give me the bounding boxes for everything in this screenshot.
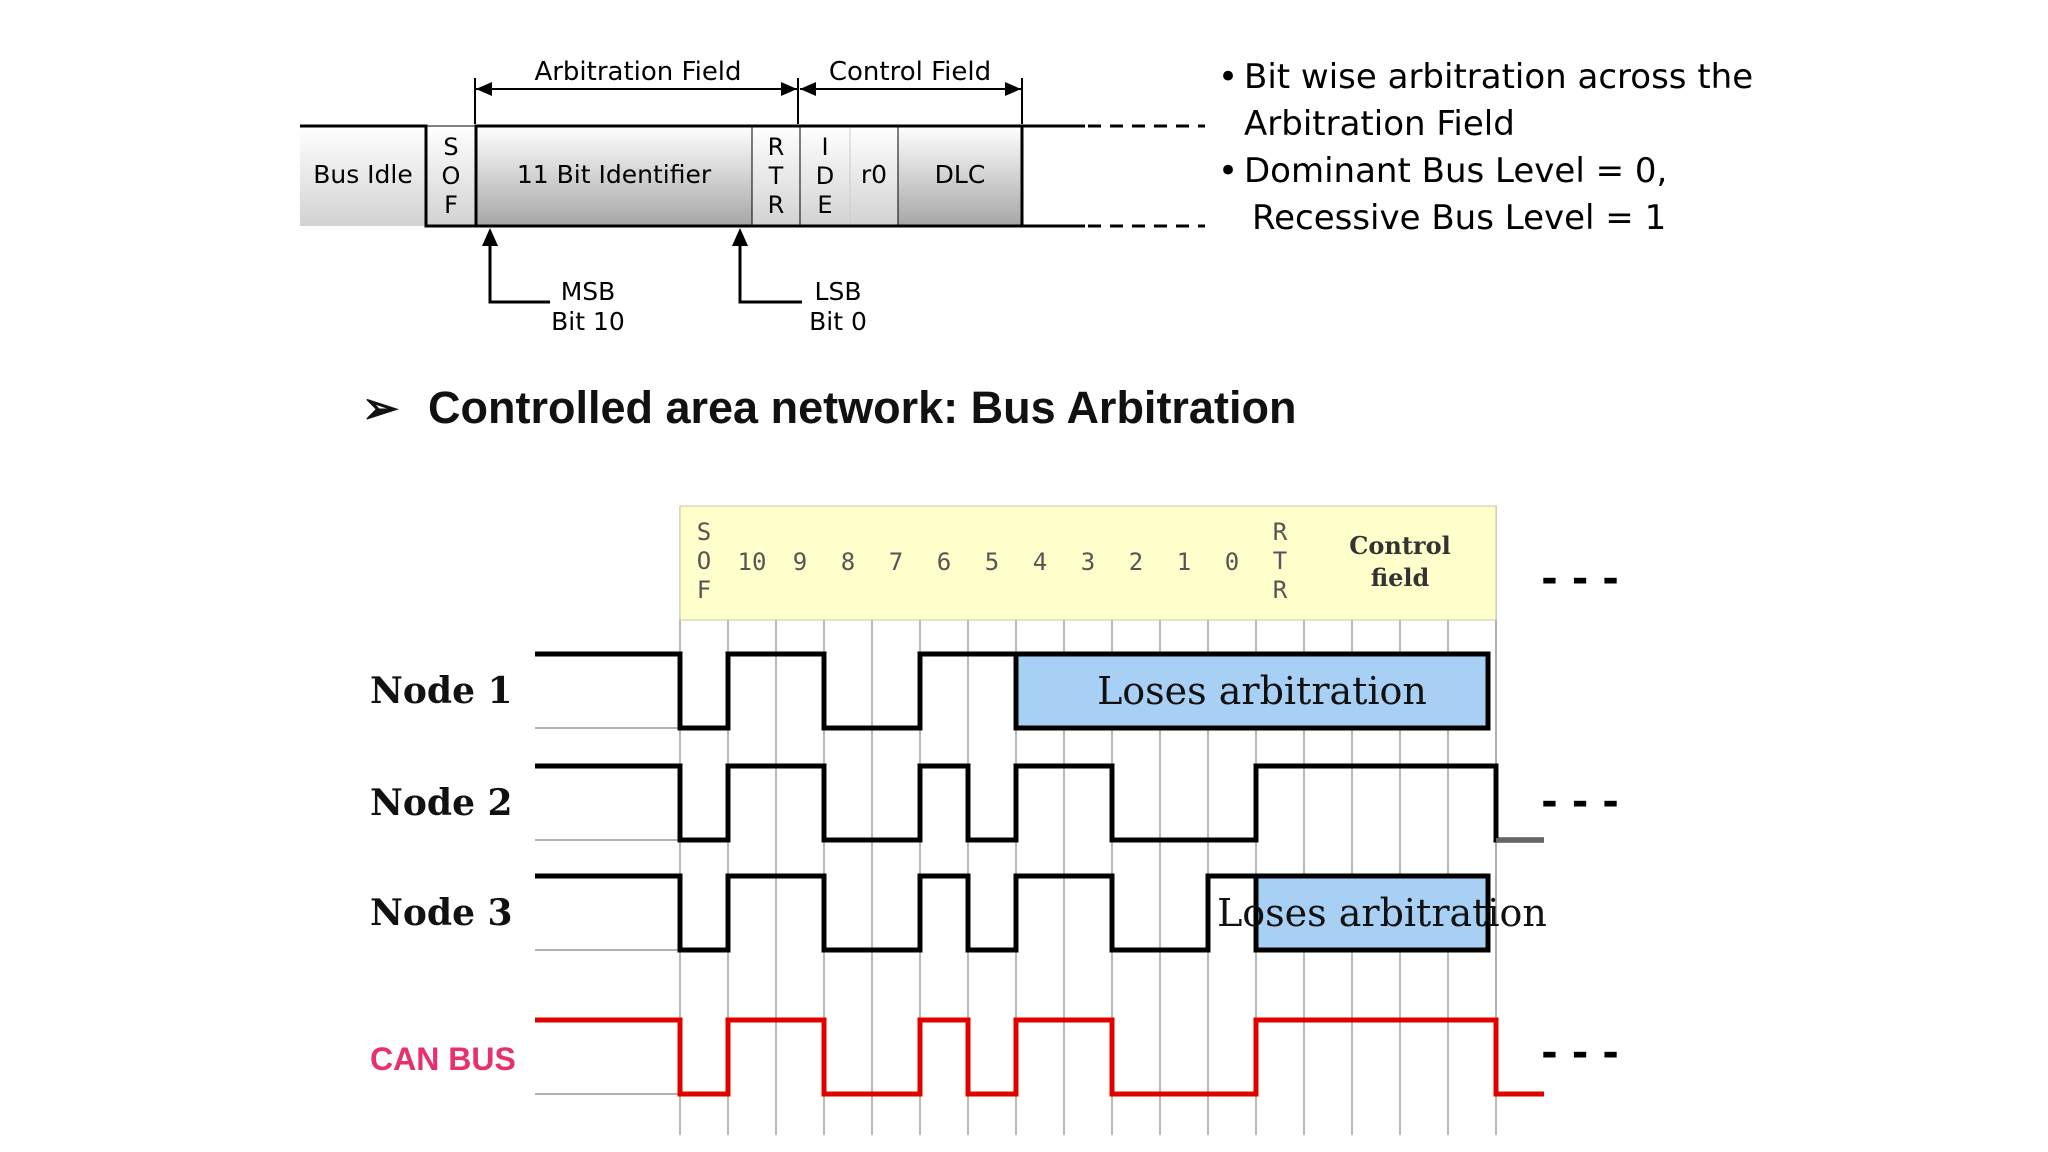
msb-pointer bbox=[488, 234, 550, 304]
dlc-cell bbox=[897, 125, 1023, 227]
bit-header-label: 2 bbox=[1129, 548, 1143, 576]
r0-cell bbox=[849, 125, 899, 227]
bit-header-label: 7 bbox=[889, 548, 903, 576]
bus-idle-label: Bus Idle bbox=[313, 160, 413, 189]
bit-header-letter: O bbox=[697, 547, 711, 575]
bit-header-letter: R bbox=[1273, 518, 1288, 546]
bit-header-label: 0 bbox=[1225, 548, 1239, 576]
bus-idle-cell bbox=[300, 126, 426, 226]
loses-arbitration-label: Loses arbitration bbox=[1097, 669, 1427, 713]
frame-signal-line bbox=[300, 124, 1024, 228]
lsb-bit-label: Bit 0 bbox=[809, 307, 867, 336]
control-field-header-label: field bbox=[1371, 563, 1430, 592]
bullet-text-continuation: Recessive Bus Level = 1 bbox=[1252, 198, 1667, 238]
rtr-cell bbox=[751, 125, 801, 227]
ide-letter: I bbox=[821, 133, 828, 161]
arbitration-notes: • Bit wise arbitration across the Arbitr… bbox=[1218, 54, 1818, 242]
rtr-letter: R bbox=[768, 191, 785, 219]
bullet-text: Dominant Bus Level = 0, bbox=[1244, 151, 1668, 191]
bullet-text: Bit wise arbitration across the bbox=[1244, 57, 1754, 97]
msb-label: MSB bbox=[561, 277, 616, 306]
ide-letter: D bbox=[816, 162, 834, 190]
bullet-icon: • bbox=[1218, 57, 1239, 97]
can-bus-label: CAN BUS bbox=[370, 1041, 516, 1077]
can-bus-waveform bbox=[535, 1017, 1544, 1097]
control-field-header-label: Control bbox=[1349, 531, 1450, 560]
node-waveform bbox=[535, 763, 1544, 843]
continuation-ellipsis: - - - bbox=[1541, 779, 1619, 825]
msb-arrow-icon bbox=[482, 228, 498, 246]
bit-header-letter: S bbox=[697, 518, 711, 546]
ide-letter: E bbox=[817, 191, 832, 219]
bit-header-letter: F bbox=[697, 576, 711, 604]
bit-header-letter: T bbox=[1273, 547, 1287, 575]
section-heading: ➢ Controlled area network: Bus Arbitrati… bbox=[362, 382, 1296, 434]
node-label: Node 3 bbox=[370, 892, 513, 934]
node-waveform bbox=[535, 873, 1256, 953]
arbitration-field-label: Arbitration Field bbox=[534, 57, 741, 87]
bit-header-label: 3 bbox=[1081, 548, 1095, 576]
can-frame-diagram: Arbitration Field Control Field Bus Idle… bbox=[300, 52, 1205, 336]
loses-arbitration-box bbox=[1253, 873, 1491, 953]
arrow-bullet-icon: ➢ bbox=[362, 383, 399, 433]
dlc-label: DLC bbox=[935, 160, 986, 189]
arbitration-field-dimension bbox=[474, 78, 1023, 124]
bullet-icon: • bbox=[1218, 151, 1239, 191]
loses-arbitration-label: Loses arbitration bbox=[1217, 891, 1547, 935]
rtr-letter: R bbox=[768, 133, 785, 161]
bit-header-letter: R bbox=[1273, 576, 1288, 604]
msb-bit-label: Bit 10 bbox=[551, 307, 625, 336]
bit-header-label: 4 bbox=[1033, 548, 1047, 576]
bit-header-label: 9 bbox=[793, 548, 807, 576]
continuation-ellipsis: - - - bbox=[1541, 1030, 1619, 1076]
lsb-arrow-icon bbox=[732, 228, 748, 246]
sof-letter: O bbox=[442, 162, 461, 190]
sof-letter: F bbox=[444, 191, 458, 219]
bit-header-label: 6 bbox=[937, 548, 951, 576]
bullet-text-continuation: Arbitration Field bbox=[1244, 104, 1515, 144]
identifier-cell bbox=[475, 125, 753, 227]
node-waveforms bbox=[535, 651, 1544, 1097]
r0-label: r0 bbox=[861, 160, 887, 189]
lsb-label: LSB bbox=[815, 277, 862, 306]
node-label: Node 1 bbox=[370, 670, 513, 712]
section-heading-text: Controlled area network: Bus Arbitration bbox=[428, 382, 1297, 433]
bit-header-label: 10 bbox=[738, 548, 767, 576]
node-label: Node 2 bbox=[370, 782, 513, 824]
identifier-label: 11 Bit Identifier bbox=[517, 160, 712, 189]
rtr-letter: T bbox=[768, 162, 784, 190]
bullet-item: • Dominant Bus Level = 0, bbox=[1218, 148, 1818, 195]
sof-letter: S bbox=[443, 133, 458, 161]
bit-header-label: 5 bbox=[985, 548, 999, 576]
continuation-ellipsis: - - - bbox=[1541, 556, 1619, 602]
node-waveform bbox=[535, 651, 1016, 731]
bit-header-label: 1 bbox=[1177, 548, 1191, 576]
bullet-item: • Bit wise arbitration across the bbox=[1218, 54, 1818, 101]
bit-header-background bbox=[679, 505, 1497, 621]
loses-arbitration-box bbox=[1013, 651, 1491, 731]
lsb-pointer bbox=[738, 234, 802, 304]
bit-header-label: 8 bbox=[841, 548, 855, 576]
control-field-label: Control Field bbox=[829, 57, 991, 87]
